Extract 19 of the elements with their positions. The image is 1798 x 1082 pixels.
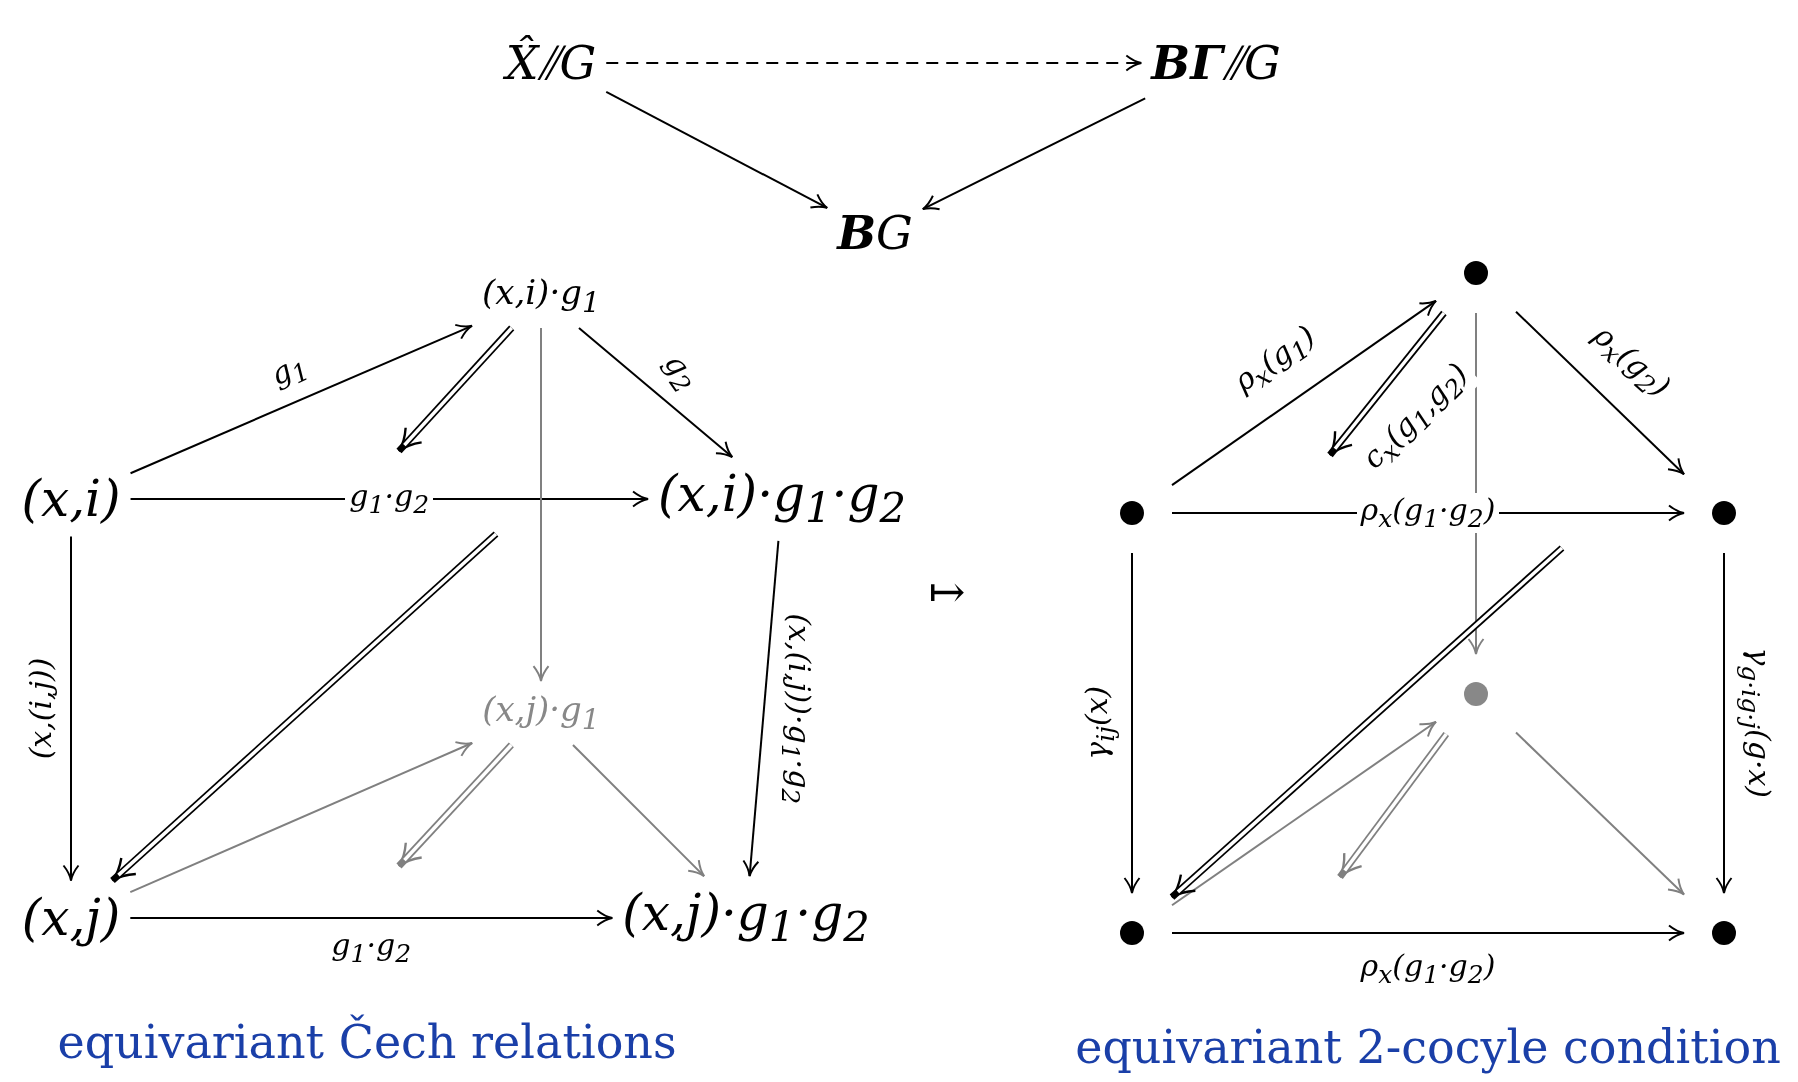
dot <box>1712 501 1736 525</box>
dot <box>1464 682 1488 706</box>
dot <box>1464 261 1488 285</box>
dot <box>1712 921 1736 945</box>
math-label: (x,i)·g$_{1}$ <box>482 274 600 318</box>
math-label: X̂⫽G <box>505 37 597 89</box>
dot <box>1120 921 1144 945</box>
maps-to-sign: ↦ <box>928 565 966 617</box>
math-label: (x,j) <box>21 890 121 946</box>
math-label: (x,i) <box>21 471 121 527</box>
caption: equivariant 2-cocyle condition <box>1075 1020 1781 1074</box>
math-label: (x,j)·g$_{1}$·g$_{2}$ <box>622 886 870 950</box>
math-label: (x,i)·g$_{1}$·g$_{2}$ <box>658 467 906 531</box>
caption: equivariant Čech relations <box>57 1015 677 1069</box>
edge-label: ρ$_{x}$(g$_{1}$·g$_{2}$) <box>1356 493 1500 533</box>
math-label: (x,j)·g$_{1}$ <box>482 691 600 735</box>
math-label: BG <box>837 207 913 259</box>
math-label: BΓ⫽G <box>1151 37 1281 89</box>
dot <box>1120 501 1144 525</box>
